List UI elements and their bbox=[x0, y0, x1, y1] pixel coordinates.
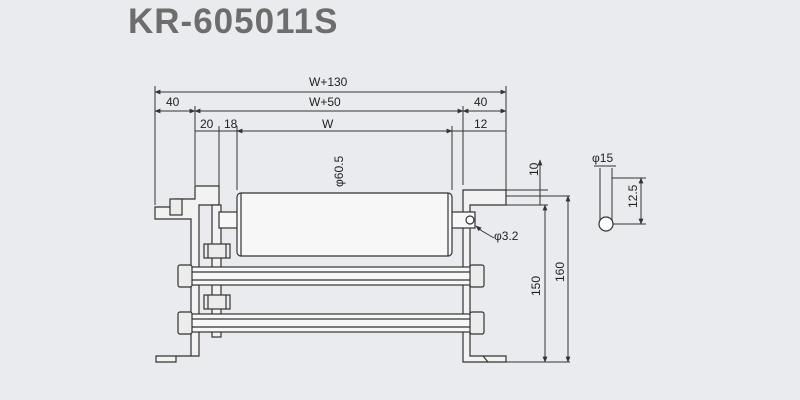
label-left40: 40 bbox=[166, 95, 180, 109]
dimension-labels: W+130 40 W+50 40 20 18 W 12 φ60.5 10 150… bbox=[166, 75, 640, 296]
roller bbox=[218, 192, 476, 257]
model-title: KR-605011S bbox=[128, 2, 339, 41]
label-phi32: φ3.2 bbox=[494, 229, 519, 243]
pin-hole bbox=[465, 215, 475, 225]
left-frame bbox=[154, 185, 220, 363]
label-w130: W+130 bbox=[309, 75, 348, 89]
phi32-leader bbox=[481, 230, 495, 239]
label-12: 12 bbox=[474, 117, 488, 131]
right-frame bbox=[462, 189, 507, 363]
roller-body bbox=[236, 192, 453, 257]
nut-tr bbox=[469, 264, 485, 288]
label-18: 18 bbox=[224, 117, 238, 131]
label-w50: W+50 bbox=[309, 95, 341, 109]
nut-tl bbox=[177, 264, 193, 288]
bolt-top-left bbox=[169, 198, 183, 216]
nut-c1 bbox=[203, 243, 231, 259]
tie-rod-lower bbox=[185, 313, 477, 333]
nut-c2 bbox=[203, 294, 231, 310]
shaft-left bbox=[218, 211, 240, 229]
label-phi605: φ60.5 bbox=[332, 156, 346, 187]
label-150: 150 bbox=[529, 276, 543, 296]
label-20: 20 bbox=[200, 117, 214, 131]
label-10: 10 bbox=[527, 162, 541, 176]
label-right40: 40 bbox=[474, 95, 488, 109]
nut-bl bbox=[177, 311, 193, 335]
nuts bbox=[169, 198, 485, 335]
label-125: 12.5 bbox=[626, 184, 640, 208]
shaft-section bbox=[598, 216, 614, 232]
nut-br bbox=[469, 311, 485, 335]
label-w: W bbox=[322, 117, 334, 131]
label-phi15: φ15 bbox=[592, 151, 613, 165]
label-160: 160 bbox=[553, 262, 567, 282]
tie-rod-upper bbox=[185, 266, 477, 286]
